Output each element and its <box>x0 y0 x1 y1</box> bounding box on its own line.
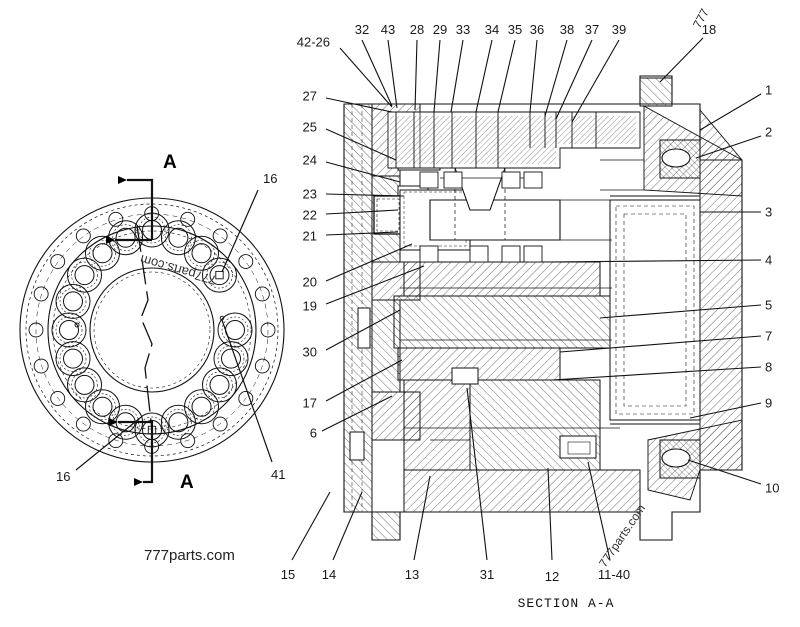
callout-5: 5 <box>765 297 773 313</box>
callout-33: 33 <box>455 22 471 37</box>
callout-8: 8 <box>765 359 773 375</box>
front-view-callout-16-right: 16 <box>263 171 278 186</box>
watermark-main: 777parts.com <box>144 547 235 564</box>
callout-1: 1 <box>765 82 773 98</box>
section-marker-a-top: A <box>163 152 177 173</box>
callout-42-26: 42-26 <box>296 34 330 50</box>
callout-11-40: 11-40 <box>597 567 631 582</box>
callout-43: 43 <box>380 22 396 37</box>
callout-32: 32 <box>354 22 370 37</box>
section-view-geometry <box>291 37 762 561</box>
callout-17: 17 <box>302 395 317 411</box>
callout-12: 12 <box>544 569 560 584</box>
callout-34: 34 <box>484 22 500 37</box>
callout-6: 6 <box>309 425 317 441</box>
callout-2: 2 <box>765 124 773 140</box>
callout-38: 38 <box>559 22 575 37</box>
callout-25: 25 <box>302 119 317 135</box>
callout-27: 27 <box>302 88 317 104</box>
callout-23: 23 <box>302 186 317 202</box>
callout-35: 35 <box>507 22 523 37</box>
callout-21: 21 <box>302 228 317 244</box>
callout-13: 13 <box>404 567 420 582</box>
callout-31: 31 <box>479 567 495 582</box>
callout-3: 3 <box>765 204 773 220</box>
callout-10: 10 <box>765 480 780 496</box>
front-view-callout-16-bottom: 16 <box>56 469 71 484</box>
section-marker-a-bottom: A <box>180 472 194 493</box>
callout-9: 9 <box>765 395 773 411</box>
callout-20: 20 <box>302 274 317 290</box>
callout-29: 29 <box>432 22 448 37</box>
front-view-callout-41: 41 <box>271 467 286 482</box>
callout-39: 39 <box>611 22 627 37</box>
callout-36: 36 <box>529 22 545 37</box>
callout-37: 37 <box>584 22 600 37</box>
callout-22: 22 <box>302 207 317 223</box>
callout-28: 28 <box>409 22 425 37</box>
callout-19: 19 <box>302 298 317 314</box>
front-view-geometry <box>19 176 285 486</box>
callout-4: 4 <box>765 252 773 268</box>
callout-7: 7 <box>765 328 773 344</box>
callout-24: 24 <box>302 152 317 168</box>
callout-14: 14 <box>321 567 337 582</box>
callout-15: 15 <box>280 567 296 582</box>
callout-30: 30 <box>302 344 317 360</box>
callout-18: 18 <box>701 22 717 37</box>
section-caption: SECTION A-A <box>517 596 615 611</box>
